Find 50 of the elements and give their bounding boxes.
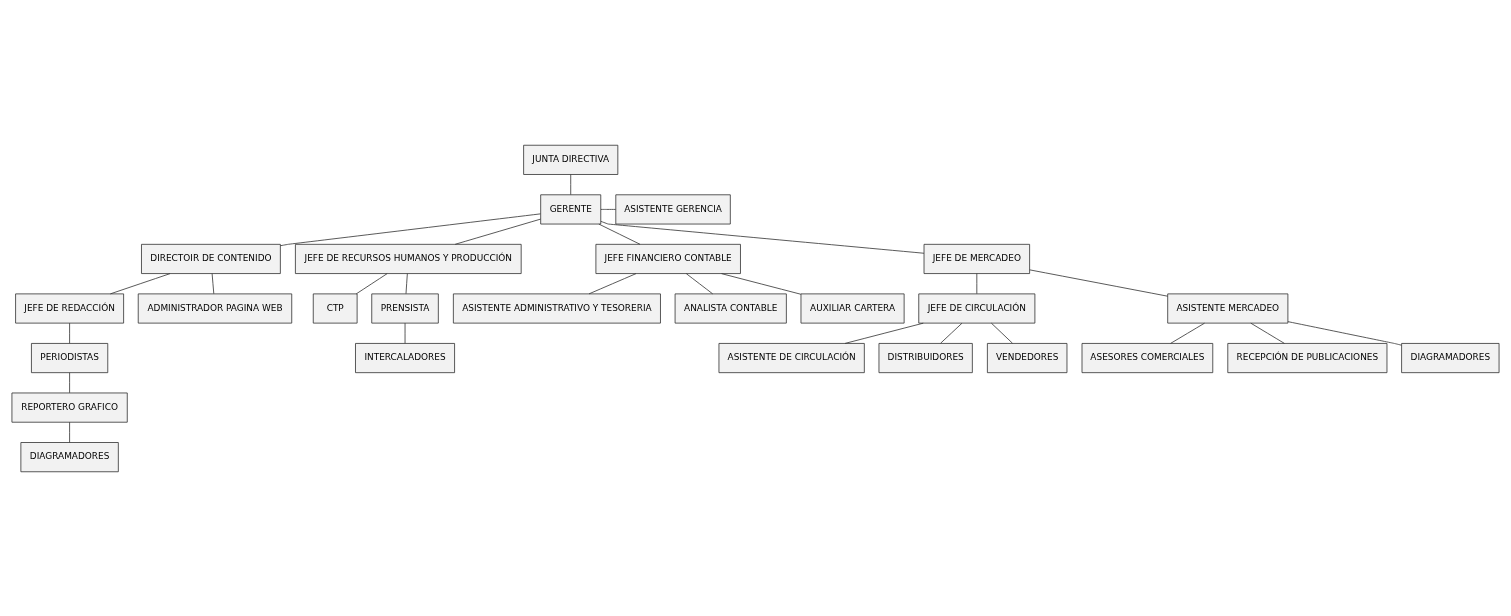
node-box: ASISTENTE GERENCIA <box>615 193 731 224</box>
node-box: DISTRIBUIDORES <box>878 342 973 373</box>
connector <box>976 272 978 294</box>
node-box: JEFE DE MERCADEO <box>923 243 1031 274</box>
connector <box>991 322 1013 344</box>
connector <box>404 322 406 344</box>
connector <box>454 218 541 245</box>
node-box: JEFE DE CIRCULACIÓN <box>918 292 1036 324</box>
node-box: REPORTERO GRAFICO <box>11 392 128 423</box>
connector <box>1287 320 1402 346</box>
connector <box>405 272 408 294</box>
node-box: PERIODISTAS <box>31 342 109 373</box>
connector <box>1250 322 1285 344</box>
node-box: JEFE FINANCIERO CONTABLE <box>595 243 741 274</box>
node-box: ASESORES COMERCIALES <box>1081 342 1214 373</box>
connector <box>355 272 388 294</box>
node-box: ASISTENTE DE CIRCULACIÓN <box>718 342 865 373</box>
node-box: ASISTENTE ADMINISTRATIVO Y TESORERIA <box>452 292 661 324</box>
connector <box>940 322 963 344</box>
node-box: PRENSISTA <box>371 292 439 324</box>
node-box: ANALISTA CONTABLE <box>674 292 787 324</box>
node-box: AUXILIAR CARTERA <box>800 292 905 324</box>
connector <box>570 173 572 195</box>
connector <box>598 223 641 245</box>
node-box: DIAGRAMADORES <box>1401 342 1500 373</box>
connector <box>1170 322 1205 344</box>
node-box: JUNTA DIRECTIVA <box>523 144 619 175</box>
connector <box>588 272 637 294</box>
connector <box>69 371 70 393</box>
connector <box>721 272 802 295</box>
connector <box>685 272 714 294</box>
connector <box>844 322 924 344</box>
node-box: DIAGRAMADORES <box>20 441 119 472</box>
node-box: GERENTE <box>540 193 602 224</box>
node-box: CTP <box>312 292 358 324</box>
node-box: ASISTENTE MERCADEO <box>1167 292 1289 324</box>
node-box: DIRECTOIR DE CONTENIDO <box>141 243 281 274</box>
connector <box>69 322 70 344</box>
connector <box>69 421 70 443</box>
connector <box>211 272 215 294</box>
node-box: RECEPCIÓN DE PUBLICACIONES <box>1227 342 1388 373</box>
connector <box>280 212 541 246</box>
node-box: JEFE DE REDACCIÓN <box>15 292 124 324</box>
node-box: ADMINISTRADOR PAGINA WEB <box>137 292 293 324</box>
connector <box>600 208 617 210</box>
node-box: VENDEDORES <box>986 342 1068 373</box>
connector <box>1029 268 1169 297</box>
connector <box>600 220 925 254</box>
node-box: INTERCALADORES <box>355 342 455 373</box>
node-box: JEFE DE RECURSOS HUMANOS Y PRODUCCIÓN <box>295 243 522 274</box>
